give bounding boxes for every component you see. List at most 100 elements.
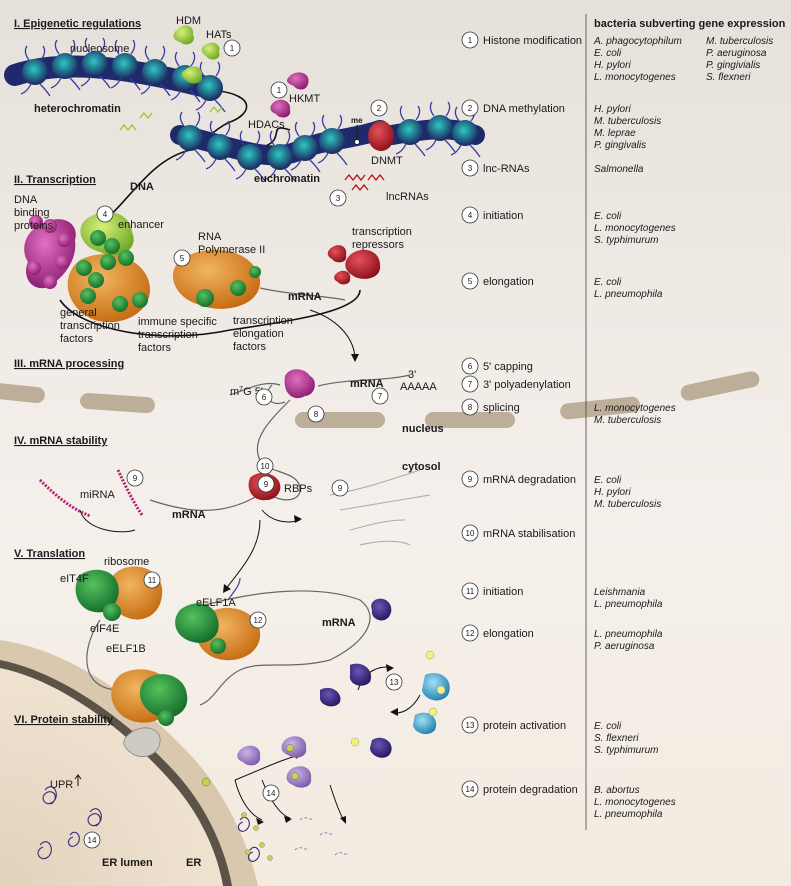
transcription-factor-bead — [132, 292, 148, 308]
step-marker-circle — [262, 784, 280, 802]
step-marker-number: 3 — [336, 194, 341, 203]
label-rna-pol-2: Polymerase II — [198, 244, 265, 256]
transcription-factor-bead — [76, 260, 92, 276]
step-marker-number: 6 — [262, 393, 267, 402]
step-marker-number: 14 — [267, 789, 276, 798]
label-er-lumen: ER lumen — [102, 857, 153, 869]
step-marker-circle — [256, 457, 274, 475]
transcription-complex — [24, 211, 261, 323]
nucleosome — [207, 134, 233, 160]
label-lncrnas: lncRNAs — [386, 191, 429, 203]
table-bacterium: L. monocytogenes — [594, 72, 676, 83]
table-row-number: 14 — [466, 785, 475, 794]
label-immune-tf-1: immune specific — [138, 316, 217, 328]
label-rbps: RBPs — [284, 483, 313, 495]
step-marker-number: 11 — [148, 576, 157, 585]
label-repressors-1: transcription — [352, 226, 412, 238]
table-row-process: elongation — [483, 628, 534, 640]
label-enhancer: enhancer — [118, 219, 164, 231]
table-bacterium: L. monocytogenes — [594, 403, 676, 414]
table-bacterium: E. coli — [594, 48, 622, 59]
table-row-number-circle — [461, 357, 479, 375]
table-row-number: 3 — [468, 164, 473, 173]
label-elong-tf-3: factors — [233, 341, 267, 353]
mirna-strands — [38, 469, 144, 518]
step-marker-circle — [270, 81, 288, 99]
table-bacterium: H. pylori — [594, 104, 631, 115]
label-general-tf-1: general — [60, 307, 97, 319]
table-row-process: protein activation — [483, 720, 566, 732]
nucleosome — [197, 75, 223, 101]
table-row-number-circle — [461, 206, 479, 224]
table-bacterium: A. phagocytophilum — [593, 36, 682, 47]
step-marker-number: 9 — [264, 480, 269, 489]
label-general-tf-2: transcription — [60, 320, 120, 332]
label-polya: AAAAA — [400, 381, 437, 393]
transcription-factor-bead — [104, 238, 120, 254]
step-marker-circle — [370, 99, 388, 117]
step-marker-circle — [96, 205, 114, 223]
table-bacterium: B. abortus — [594, 785, 640, 796]
dna-binding-bead — [43, 219, 57, 233]
label-mrna-1: mRNA — [288, 291, 322, 303]
step-marker-circle — [126, 469, 144, 487]
transcription-repressors — [327, 245, 381, 285]
table-bacterium: L. pneumophila — [594, 599, 663, 610]
table-bacterium: L. pneumophila — [594, 809, 663, 820]
table-bacterium: Leishmania — [594, 587, 646, 598]
table-bacterium: S. flexneri — [594, 733, 639, 744]
label-euchromatin: euchromatin — [254, 173, 320, 185]
table-bacterium: E. coli — [594, 475, 622, 486]
splicing-complex — [267, 369, 315, 404]
upr-up-arrow-icon — [74, 774, 82, 786]
label-dna: DNA — [130, 181, 154, 193]
label-er: ER — [186, 857, 201, 869]
transcription-factor-bead — [90, 230, 106, 246]
step-marker-circle — [307, 405, 325, 423]
step-marker-circle — [173, 249, 191, 267]
table-bacterium: L. monocytogenes — [594, 797, 676, 808]
table-row-number: 1 — [468, 36, 473, 45]
table-bacterium: E. coli — [594, 277, 622, 288]
table-row-process: DNA methylation — [483, 103, 565, 115]
step-marker-circle — [385, 673, 403, 691]
transcription-factor-bead — [112, 296, 128, 312]
section-mrna-processing: III. mRNA processing — [14, 358, 124, 370]
nucleosome — [142, 59, 168, 85]
table-row-process: 3' polyadenylation — [483, 379, 571, 391]
step-marker-circle — [255, 388, 273, 406]
section-mrna-stability: IV. mRNA stability — [14, 435, 108, 447]
dnmt-protein — [368, 121, 394, 151]
nascent-peptide — [227, 577, 241, 601]
table-bacterium: L. monocytogenes — [594, 223, 676, 234]
label-mrna-2: mRNA — [350, 378, 384, 390]
table-row-number: 7 — [468, 380, 473, 389]
hdacs-protein — [270, 99, 291, 118]
table-row-number-circle — [461, 624, 479, 642]
ribosome-elongation — [175, 603, 261, 661]
table-row-number-circle — [461, 375, 479, 393]
table-row-number-circle — [461, 780, 479, 798]
table-bacterium: S. typhimurum — [594, 745, 658, 756]
table-bacterium: P. gingivialis — [706, 60, 760, 71]
label-nucleosome: nucleosome — [70, 43, 129, 55]
nucleosome — [22, 59, 48, 85]
label-general-tf-3: factors — [60, 333, 94, 345]
histone-tails — [20, 37, 481, 182]
label-repressors-2: repressors — [352, 239, 404, 251]
label-hats: HATs — [206, 29, 232, 41]
transcription-factor-bead — [88, 272, 104, 288]
label-eit4f: eIT4F — [60, 573, 89, 585]
table-row-number-circle — [461, 272, 479, 290]
step-marker-circle — [371, 387, 389, 405]
table-row-number: 11 — [466, 587, 475, 596]
table-row-process: splicing — [483, 402, 520, 414]
table-bacterium: H. pylori — [594, 487, 631, 498]
step-marker-number: 5 — [180, 254, 185, 263]
table-row-number: 6 — [468, 362, 473, 371]
step-marker-circle — [143, 571, 161, 589]
table-row-number: 13 — [466, 721, 475, 730]
table-row-process: elongation — [483, 276, 534, 288]
label-me: me — [351, 116, 363, 125]
